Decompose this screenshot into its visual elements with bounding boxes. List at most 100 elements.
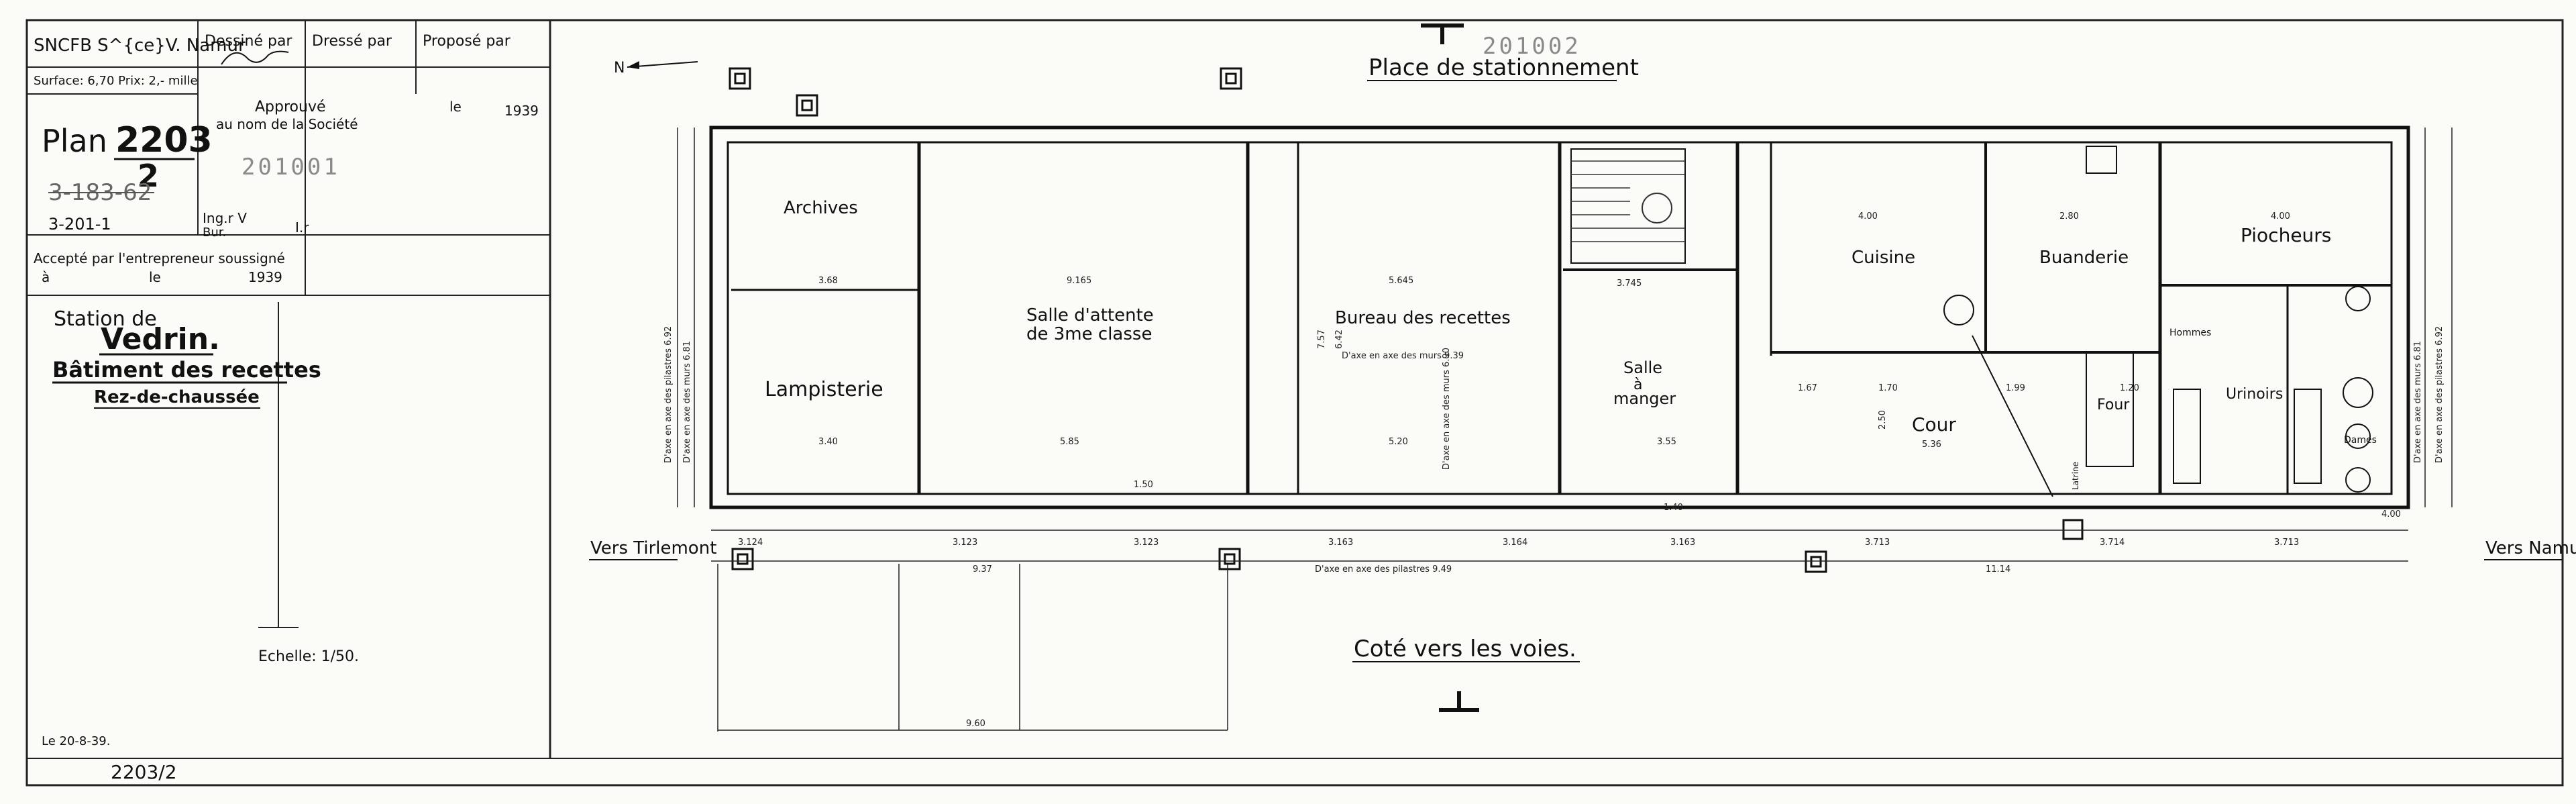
room-labels: Archives Lampisterie Salle d'attente de … <box>765 198 2377 490</box>
company-text: SNCFB S^{ce}V. Namur <box>34 36 246 56</box>
dessine-label: Dessiné par <box>205 33 292 50</box>
dim-3123b: 3.123 <box>1134 538 1159 548</box>
room-salle-manger-2: à <box>1633 376 1642 393</box>
le2-text: le <box>149 269 161 285</box>
surface-text: Surface: 6,70 Prix: 2,- mille <box>34 74 198 88</box>
dimension-labels: 3.68 3.40 9.165 5.85 5.645 5.20 3.745 3.… <box>663 211 2445 729</box>
room-salle-attente-2: de 3me classe <box>1026 324 1152 344</box>
room-latrine: Latrine <box>2071 462 2080 490</box>
dim-368: 3.68 <box>818 276 838 286</box>
dim-690: D'axe en axe des murs 6.90 <box>1442 348 1452 470</box>
dim-536: 5.36 <box>1922 440 1941 450</box>
building-walls <box>709 125 2410 509</box>
dim-400b: 4.00 <box>2271 211 2290 221</box>
top-marker <box>1421 23 1464 44</box>
dim-5645: 5.645 <box>1389 276 1413 286</box>
au-nom-text: au nom de la Société <box>216 116 358 132</box>
dim-692-right: D'axe en axe des pilastres 6.92 <box>2434 326 2445 463</box>
tracks-label: Coté vers les voies. <box>1354 636 1576 662</box>
room-salle-manger-3: manger <box>1613 389 1676 408</box>
le-text: le <box>449 99 462 115</box>
top-stamp: 201002 <box>1483 33 1581 60</box>
building-text: Bâtiment des recettes <box>52 357 321 383</box>
stamp-number: 201001 <box>241 154 340 181</box>
signature-graphic <box>221 50 289 65</box>
dim-400: 4.00 <box>1858 211 1878 221</box>
plan-number: 2203 <box>115 120 213 160</box>
scale-text: Echelle: 1/50. <box>258 648 359 665</box>
room-cuisine: Cuisine <box>1851 248 1915 268</box>
north-label: N <box>614 60 625 77</box>
dim-960: 9.60 <box>966 719 985 729</box>
station-name: Vedrin. <box>101 322 220 356</box>
left-direction: Vers Tirlemont <box>590 538 716 558</box>
dimension-lines <box>677 128 2453 732</box>
ir-text: I.r <box>295 219 309 236</box>
dim-3713: 3.713 <box>1865 538 1890 548</box>
room-buanderie: Buanderie <box>2039 248 2129 268</box>
date-text: Le 20-8-39. <box>42 734 110 748</box>
room-archives: Archives <box>784 198 858 218</box>
dim-140: 1.40 <box>1664 503 1683 513</box>
dim-3163: 3.163 <box>1328 538 1353 548</box>
room-salle-attente: Salle d'attente <box>1026 305 1154 325</box>
room-hommes: Hommes <box>2169 328 2211 338</box>
year2-text: 1939 <box>248 269 282 285</box>
a-text: à <box>42 269 50 285</box>
dim-120: 1.20 <box>2120 383 2139 393</box>
dim-585: 5.85 <box>1060 437 1079 447</box>
dim-250: 2.50 <box>1878 410 1888 430</box>
dim-3164: 3.164 <box>1503 538 1527 548</box>
bottom-marker <box>1439 691 1479 712</box>
sheet-border <box>25 19 2564 787</box>
dim-757: 7.57 <box>1317 330 1327 349</box>
ingr-text: Ing.r V <box>203 210 247 226</box>
room-salle-manger: Salle <box>1623 358 1662 377</box>
propose-label: Proposé par <box>423 33 511 50</box>
room-dames: Dames <box>2344 435 2377 446</box>
station-of-text: Station de <box>54 307 157 331</box>
room-piocheurs: Piocheurs <box>2241 224 2331 246</box>
dim-3713b: 3.713 <box>2274 538 2299 548</box>
dim-340: 3.40 <box>818 437 838 447</box>
dim-642: 6.42 <box>1334 330 1344 349</box>
plan-label: Plan <box>42 123 107 159</box>
dim-150: 1.50 <box>1134 480 1153 490</box>
dim-199: 1.99 <box>2006 383 2025 393</box>
dim-1114: 11.14 <box>1986 564 2010 574</box>
ref2-text: 3-201-1 <box>48 215 111 234</box>
dim-681-left: D'axe en axe des murs 6.81 <box>682 341 692 463</box>
dim-3123: 3.123 <box>953 538 977 548</box>
title-block <box>27 20 551 758</box>
dim-3163b: 3.163 <box>1670 538 1695 548</box>
dim-3124: 3.124 <box>738 538 763 548</box>
dim-3714: 3.714 <box>2100 538 2125 548</box>
dresse-label: Dressé par <box>312 33 392 50</box>
dim-3745: 3.745 <box>1617 279 1642 289</box>
approuve-text: Approuvé <box>255 99 326 115</box>
room-four: Four <box>2097 397 2130 413</box>
dim-9165: 9.165 <box>1067 276 1091 286</box>
dim-167: 1.67 <box>1798 383 1817 393</box>
room-urinoirs: Urinoirs <box>2226 386 2283 403</box>
floor-text: Rez-de-chaussée <box>94 387 260 407</box>
footer-ref: 2203/2 <box>111 761 177 783</box>
pillar-markers <box>729 67 2084 573</box>
dim-400c: 4.00 <box>2381 509 2401 519</box>
dim-681-right: D'axe en axe des murs 6.81 <box>2413 341 2423 463</box>
room-cour: Cour <box>1912 413 1956 436</box>
dim-949: D'axe en axe des pilastres 9.49 <box>1315 564 1452 574</box>
dim-692-left: D'axe en axe des pilastres 6.92 <box>663 326 674 463</box>
dim-937: 9.37 <box>973 564 992 574</box>
bur-text: Bur. <box>203 225 226 240</box>
plan-sub: 2 <box>138 158 159 194</box>
right-direction: Vers Namur <box>2485 538 2576 558</box>
room-lampisterie: Lampisterie <box>765 378 883 401</box>
dim-170: 1.70 <box>1878 383 1898 393</box>
dim-280: 2.80 <box>2059 211 2079 221</box>
room-bureau: Bureau des recettes <box>1335 308 1511 328</box>
dim-355: 3.55 <box>1657 437 1676 447</box>
street-label: Place de stationnement <box>1368 54 1639 81</box>
